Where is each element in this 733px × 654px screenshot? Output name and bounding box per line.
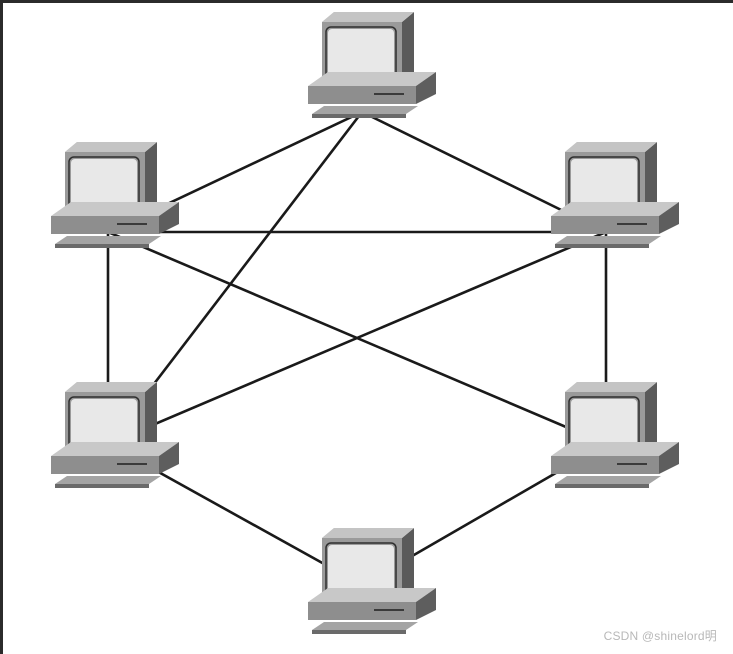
pc-top-desktop-computer-icon (307, 11, 437, 119)
pc-lower-left-desktop-computer-icon (50, 381, 180, 489)
pc-upper-right-desktop-computer-icon (550, 141, 680, 249)
link-pc-upper-right-to-pc-lower-left (107, 230, 607, 446)
csdn-watermark: CSDN @shinelord明 (603, 629, 717, 643)
pc-lower-right-desktop-computer-icon (550, 381, 680, 489)
network-nodes (50, 11, 680, 635)
frame-left-border (0, 0, 3, 654)
network-links (106, 110, 608, 587)
pc-upper-left-desktop-computer-icon (50, 141, 180, 249)
pc-bottom-desktop-computer-icon (307, 527, 437, 635)
frame-top-border (0, 0, 733, 3)
